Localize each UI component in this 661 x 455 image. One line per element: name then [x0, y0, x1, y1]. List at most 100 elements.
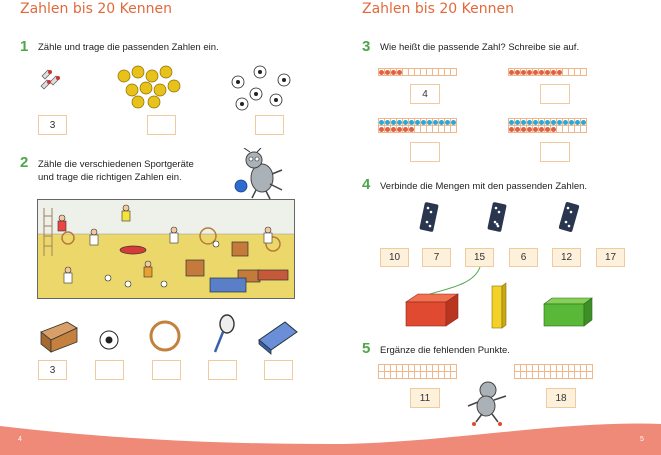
- task-4-text: Verbinde die Mengen mit den passenden Za…: [380, 181, 588, 192]
- task-5-number: 5: [362, 340, 371, 357]
- red-dot: [391, 69, 396, 75]
- red-dot: [533, 126, 538, 132]
- task-2-answer-4[interactable]: [208, 360, 237, 380]
- football-icon: [99, 330, 119, 350]
- blue-dot: [433, 119, 438, 125]
- ten-strip-b: [508, 68, 587, 76]
- task-3-number: 3: [362, 38, 371, 55]
- ant-rollerskate-icon: [467, 381, 507, 426]
- red-dot: [385, 69, 390, 75]
- strip-cell: [580, 125, 587, 133]
- task-2-answer-1[interactable]: 3: [38, 360, 67, 380]
- red-dot: [521, 69, 526, 75]
- strip-cell: [450, 68, 457, 76]
- red-dot: [539, 69, 544, 75]
- blue-dot: [539, 119, 544, 125]
- cube-blocks-illustration: [405, 266, 593, 329]
- task-1-text: Zähle und trage die passenden Zahlen ein…: [38, 42, 219, 53]
- football-icon: [231, 65, 291, 111]
- sports-equipment-row: [40, 314, 298, 355]
- red-dot: [385, 126, 390, 132]
- task-2-answer-2[interactable]: [95, 360, 124, 380]
- blue-dot: [551, 119, 556, 125]
- ten-strip-f: [514, 364, 593, 379]
- red-dot: [545, 69, 550, 75]
- task-3-answer-4[interactable]: [540, 142, 570, 162]
- blue-dot: [421, 119, 426, 125]
- red-dot: [379, 69, 384, 75]
- task-4-number-2[interactable]: 7: [422, 248, 451, 267]
- blue-dot: [581, 119, 586, 125]
- blue-dot: [545, 119, 550, 125]
- red-dot: [397, 69, 402, 75]
- task-1-answer-1[interactable]: 3: [38, 115, 67, 135]
- task-1-number: 1: [20, 38, 29, 55]
- hoop-icon: [149, 320, 181, 352]
- connecting-line: [429, 266, 481, 295]
- red-dot: [391, 126, 396, 132]
- task-2-text-line-2: und trage die richtigen Zahlen ein.: [38, 172, 182, 183]
- blue-dot: [509, 119, 514, 125]
- blue-dot: [415, 119, 420, 125]
- strip-cell: [450, 125, 457, 133]
- blue-dot: [439, 119, 444, 125]
- ten-strip-d: [508, 118, 587, 133]
- strip-cell: [586, 371, 593, 379]
- task-1-answer-3[interactable]: [255, 115, 284, 135]
- strip-cell: [580, 68, 587, 76]
- tennis-ball-icon: [117, 65, 181, 109]
- red-cube-block: [405, 293, 459, 327]
- footer-wave: [0, 423, 661, 455]
- red-dot: [533, 69, 538, 75]
- red-dot: [527, 126, 532, 132]
- task-5-number-1: 11: [410, 388, 440, 408]
- blue-dot: [409, 119, 414, 125]
- task-2-text-line-1: Zähle die verschiedenen Sportgeräte: [38, 159, 194, 170]
- shuttlecock-icon: [40, 69, 60, 90]
- blue-dot: [403, 119, 408, 125]
- task-1-illustration: [40, 65, 291, 111]
- red-dot: [557, 69, 562, 75]
- red-dot: [521, 126, 526, 132]
- task-4-number-6[interactable]: 17: [596, 248, 625, 267]
- domino-icon: [419, 202, 580, 232]
- racket-icon: [213, 314, 235, 353]
- blue-dot: [557, 119, 562, 125]
- task-3-answer-2[interactable]: [540, 84, 570, 104]
- task-5-text: Ergänze die fehlenden Punkte.: [380, 345, 510, 356]
- red-dot: [539, 126, 544, 132]
- task-2-number: 2: [20, 154, 29, 171]
- blue-dot: [385, 119, 390, 125]
- red-dot: [379, 126, 384, 132]
- red-dot: [397, 126, 402, 132]
- task-2-answer-5[interactable]: [264, 360, 293, 380]
- task-4-number-5[interactable]: 12: [552, 248, 581, 267]
- task-4-number-4[interactable]: 6: [509, 248, 538, 267]
- blue-dot: [569, 119, 574, 125]
- left-page-title: Zahlen bis 20 Kennen: [20, 1, 172, 17]
- blue-dot: [391, 119, 396, 125]
- task-3-answer-1[interactable]: 4: [410, 84, 440, 104]
- task-1-answer-2[interactable]: [147, 115, 176, 135]
- blue-dot: [533, 119, 538, 125]
- task-3-answer-3[interactable]: [410, 142, 440, 162]
- red-dot: [409, 126, 414, 132]
- blue-dot: [515, 119, 520, 125]
- right-page-number: 5: [640, 436, 644, 443]
- blue-dot: [451, 119, 456, 125]
- blue-dot: [445, 119, 450, 125]
- task-2-answer-3[interactable]: [152, 360, 181, 380]
- task-3-text: Wie heißt die passende Zahl? Schreibe si…: [380, 42, 580, 53]
- task-4-number-3[interactable]: 15: [465, 248, 494, 267]
- red-dot: [515, 126, 520, 132]
- red-dot: [515, 69, 520, 75]
- task-4-number: 4: [362, 176, 371, 193]
- blue-dot: [521, 119, 526, 125]
- task-4-number-1[interactable]: 10: [380, 248, 409, 267]
- green-cube-block: [543, 297, 593, 327]
- blue-dot: [379, 119, 384, 125]
- strip-cell: [450, 371, 457, 379]
- blue-dot: [563, 119, 568, 125]
- left-page-number: 4: [18, 436, 22, 443]
- red-dot: [509, 69, 514, 75]
